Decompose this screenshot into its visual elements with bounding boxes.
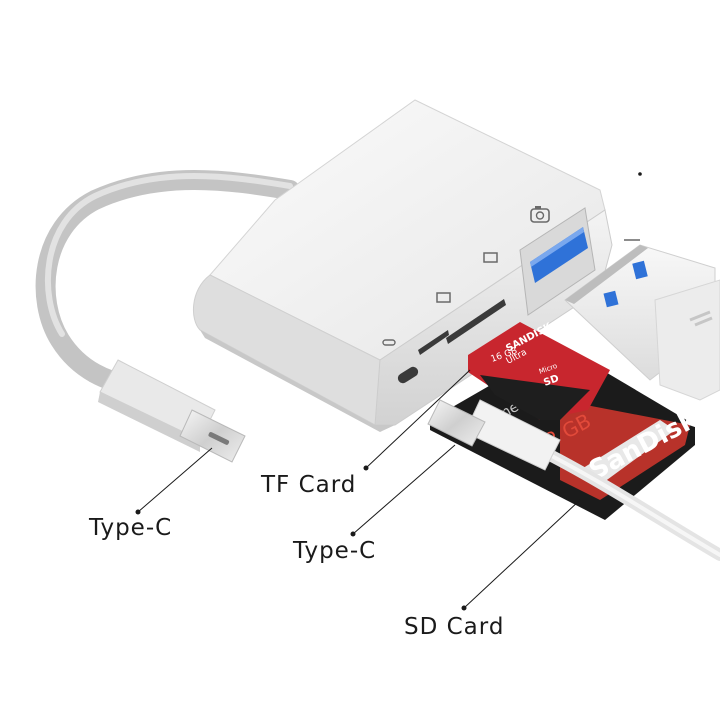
usb-a-port xyxy=(519,207,596,316)
type-c-port xyxy=(397,366,419,384)
label-sd-card: SD Card xyxy=(404,614,505,640)
tf-card-slot xyxy=(418,330,449,355)
label-type-c-middle: Type-C xyxy=(293,538,377,564)
sd-card-icon xyxy=(483,252,498,263)
tf-card-sd: SD xyxy=(542,373,560,389)
usb-a-plug xyxy=(564,172,720,401)
tf-card-icon xyxy=(436,292,451,303)
charge-led-icon xyxy=(382,339,396,346)
leader-line-typec-mid xyxy=(350,444,456,537)
sd-card-slot xyxy=(446,299,506,344)
cable-highlight xyxy=(44,173,293,337)
camera-icon xyxy=(530,206,550,223)
type-c-plug-middle xyxy=(427,399,720,561)
type-c-plug-left xyxy=(98,359,246,515)
tf-card: SANDISK Ultra 16 GB Micro SD xyxy=(468,321,610,420)
leader-line-tf xyxy=(363,369,471,471)
leader-line-sd xyxy=(461,499,581,611)
label-tf-card: TF Card xyxy=(261,472,357,498)
label-type-c-left: Type-C xyxy=(89,515,173,541)
